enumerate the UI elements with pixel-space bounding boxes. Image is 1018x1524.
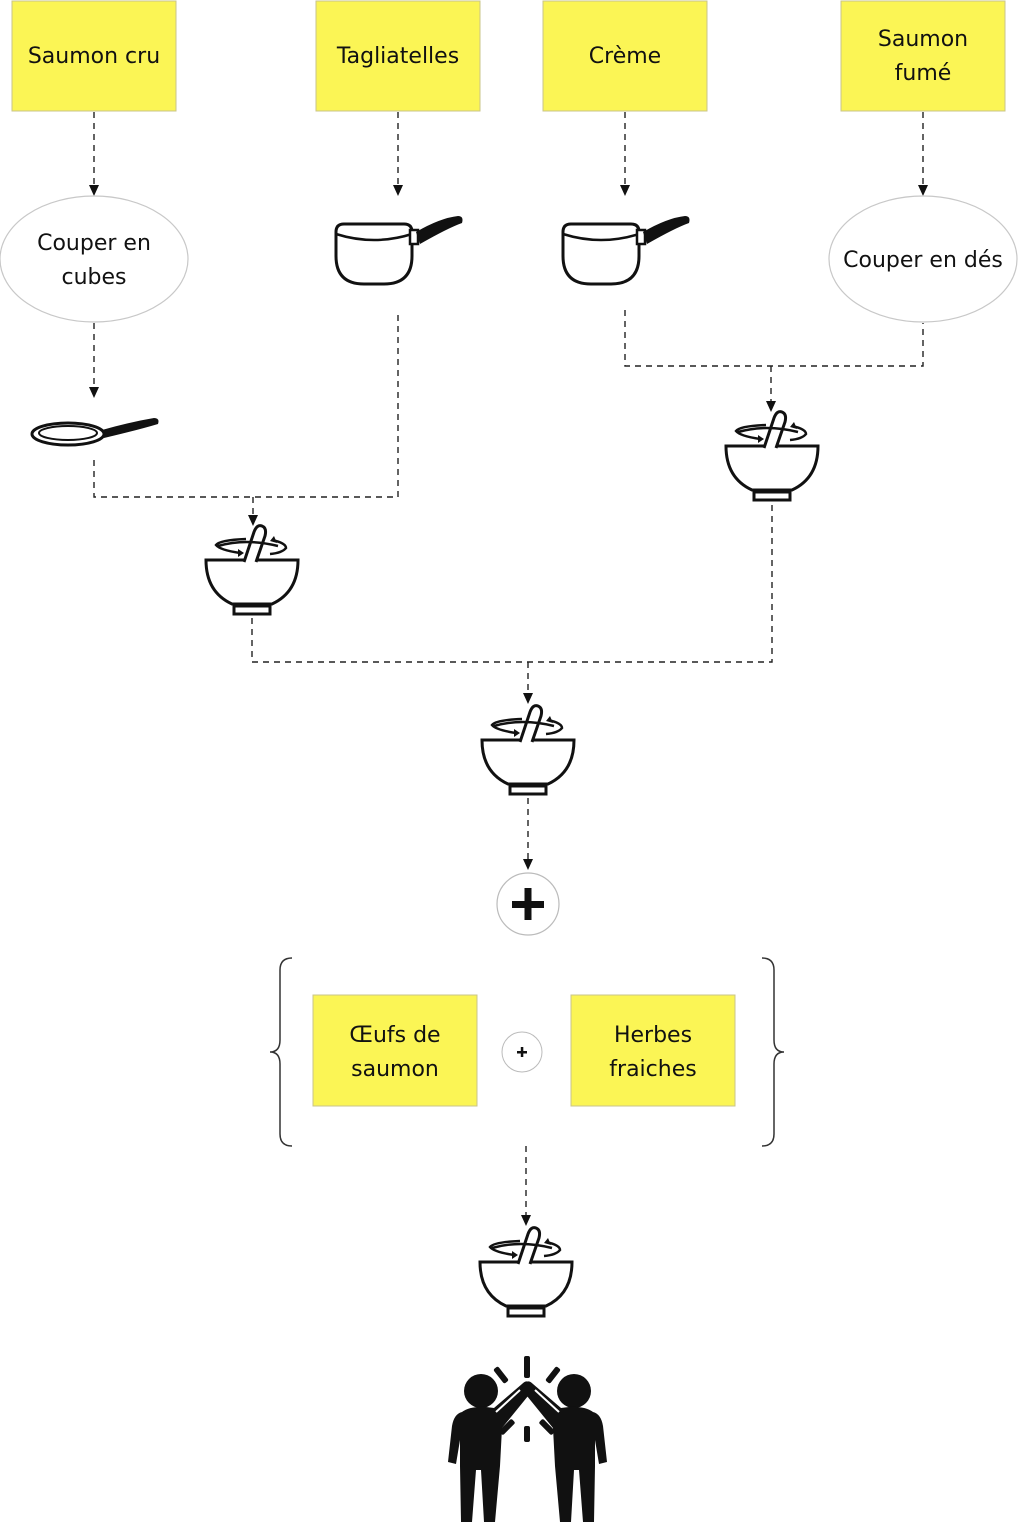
mixing-bowl-icon [724, 410, 820, 502]
mixing-bowl-icon [204, 524, 300, 616]
plus-icon [496, 872, 560, 936]
high-five-icon [448, 1356, 607, 1522]
topping-group: Œufs de saumon Herbes fraiches [269, 957, 785, 1147]
step-couper-en-cubes-line1: Couper en [37, 231, 151, 256]
note-creme-label: Crème [589, 44, 661, 69]
note-oeufs-line2: saumon [351, 1057, 439, 1082]
step-couper-en-des: Couper en dés [828, 195, 1018, 323]
note-saumon-cru: Saumon cru [11, 0, 177, 112]
arrow-creme-to-pot [620, 112, 630, 196]
note-oeufs-line1: Œufs de [349, 1023, 440, 1048]
mixing-bowl-icon [478, 1226, 574, 1318]
note-tagliatelles: Tagliatelles [315, 0, 481, 112]
arrow-to-final-bowl [521, 1146, 531, 1226]
mixing-bowl-icon [480, 704, 576, 796]
note-oeufs-de-saumon: Œufs de saumon [312, 994, 478, 1107]
step-couper-en-des-label: Couper en dés [843, 248, 1003, 273]
arrow-tagliatelles-to-pot [393, 112, 403, 196]
note-tagliatelles-label: Tagliatelles [336, 44, 459, 69]
plus-icon-small [501, 1031, 543, 1073]
note-herbes-line2: fraiches [609, 1057, 696, 1082]
step-couper-en-cubes-line2: cubes [61, 265, 126, 290]
arrow-saumon-fume-to-couper [918, 112, 928, 196]
saucepan-icon [334, 214, 464, 286]
connector-pan-and-tagliatelles [93, 310, 399, 526]
connector-bowls-merge [251, 504, 773, 704]
note-saumon-fume: Saumon fumé [840, 0, 1006, 112]
note-herbes-fraiches: Herbes fraiches [570, 994, 736, 1107]
note-saumon-cru-label: Saumon cru [28, 44, 160, 69]
left-brace [269, 957, 293, 1147]
step-couper-en-cubes: Couper en cubes [0, 195, 189, 323]
note-herbes-line1: Herbes [614, 1023, 692, 1048]
frying-pan-icon [30, 416, 160, 447]
arrow-bowl-to-plus [523, 798, 533, 870]
note-saumon-fume-label-line1: Saumon [878, 27, 968, 52]
right-brace [761, 957, 785, 1147]
note-saumon-fume-label-line2: fumé [895, 61, 952, 86]
arrow-saumon-cru-to-couper [89, 112, 99, 196]
note-creme: Crème [542, 0, 708, 112]
connector-creme-and-saumon-fume [624, 310, 924, 412]
saucepan-icon [561, 214, 691, 286]
arrow-couper-to-pan [89, 323, 99, 398]
